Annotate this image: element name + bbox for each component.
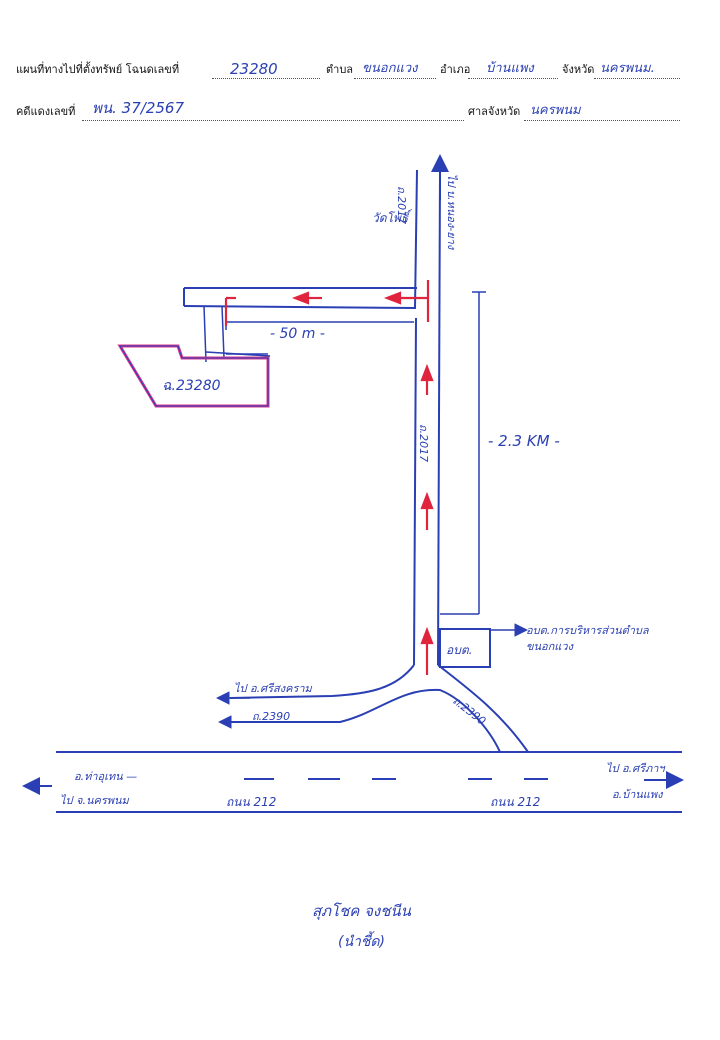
subdistrict-label: ตำบล [326, 63, 354, 76]
road-2390 [229, 664, 529, 753]
highway-212-right-label: ถนน 212 [490, 795, 540, 809]
deed-number: 23280 [230, 60, 278, 78]
dotted-line [354, 78, 436, 79]
parcel-lane [203, 305, 271, 363]
sao-building [439, 628, 491, 668]
deed-label: แผนที่ทางไปที่ตั้งทรัพย์ โฉนดเลขที่ [16, 63, 180, 76]
parcel-label: ฉ.23280 [162, 378, 221, 394]
road-2017-mid-label: ถ.2017 [417, 424, 430, 462]
highway-212 [56, 751, 682, 813]
signature-name: สุภโชค จงชนีน [312, 902, 412, 920]
temple-label: วัดโพธิ์ [372, 209, 413, 225]
case-info-line: คดีแดงเลขที่ พน. 37/2567 ศาลจังหวัด นครพ… [16, 94, 680, 124]
road-2390-left-label: ถ.2390 [252, 710, 290, 723]
to-si-songkhram-label: ไป อ.ศรีสงคราม [234, 682, 313, 695]
highway-212-left-label: ถนน 212 [226, 795, 276, 809]
distance-2-3km [440, 291, 486, 615]
sao-label: อบต. [446, 643, 472, 657]
subdistrict-value: ขนอกแวง [362, 61, 418, 76]
road-2017-top-label: ถ.2017 [395, 186, 408, 224]
dotted-line [468, 78, 558, 79]
route-arrows [224, 280, 434, 675]
distance-2-3km-label: - 2.3 KM - [488, 432, 560, 450]
province-value: นครพนม. [600, 61, 655, 76]
sao-description: อบต.การบริหารส่วนตำบล [526, 624, 650, 637]
to-ban-phaeng-label: อ.บ้านแพง [612, 788, 664, 801]
deed-info-line: แผนที่ทางไปที่ตั้งทรัพย์ โฉนดเลขที่ 2328… [16, 52, 680, 82]
district-value: บ้านแพง [486, 61, 534, 76]
dotted-line [82, 120, 464, 121]
court-label: ศาลจังหวัด [468, 105, 521, 118]
distance-50m-label: - 50 m - [270, 326, 325, 342]
dotted-line [524, 120, 680, 121]
to-north-label: ไป บ.หนอง-ยาง [445, 174, 458, 251]
province-label: จังหวัด [562, 63, 595, 76]
district-label: อำเภอ [440, 63, 471, 76]
dotted-line [212, 78, 320, 79]
court-value: นครพนม [530, 103, 581, 118]
signature-role: (นำชี้ด) [338, 931, 385, 950]
road-2390-right-label: ถ.2390 [450, 694, 488, 728]
sao-description-2: ขนอกแวง [526, 640, 575, 653]
road-2017 [413, 169, 441, 666]
to-nakhon-phanom-label: ไป จ.นครพนม [60, 794, 130, 807]
dotted-line [594, 78, 680, 79]
to-tha-uthen-label: อ.ท่าอุเทน — [74, 770, 137, 783]
case-label: คดีแดงเลขที่ [16, 105, 76, 118]
to-east-upper-label: ไป อ.ศรีภาฯ [606, 762, 666, 775]
case-number: พน. 37/2567 [92, 99, 184, 117]
